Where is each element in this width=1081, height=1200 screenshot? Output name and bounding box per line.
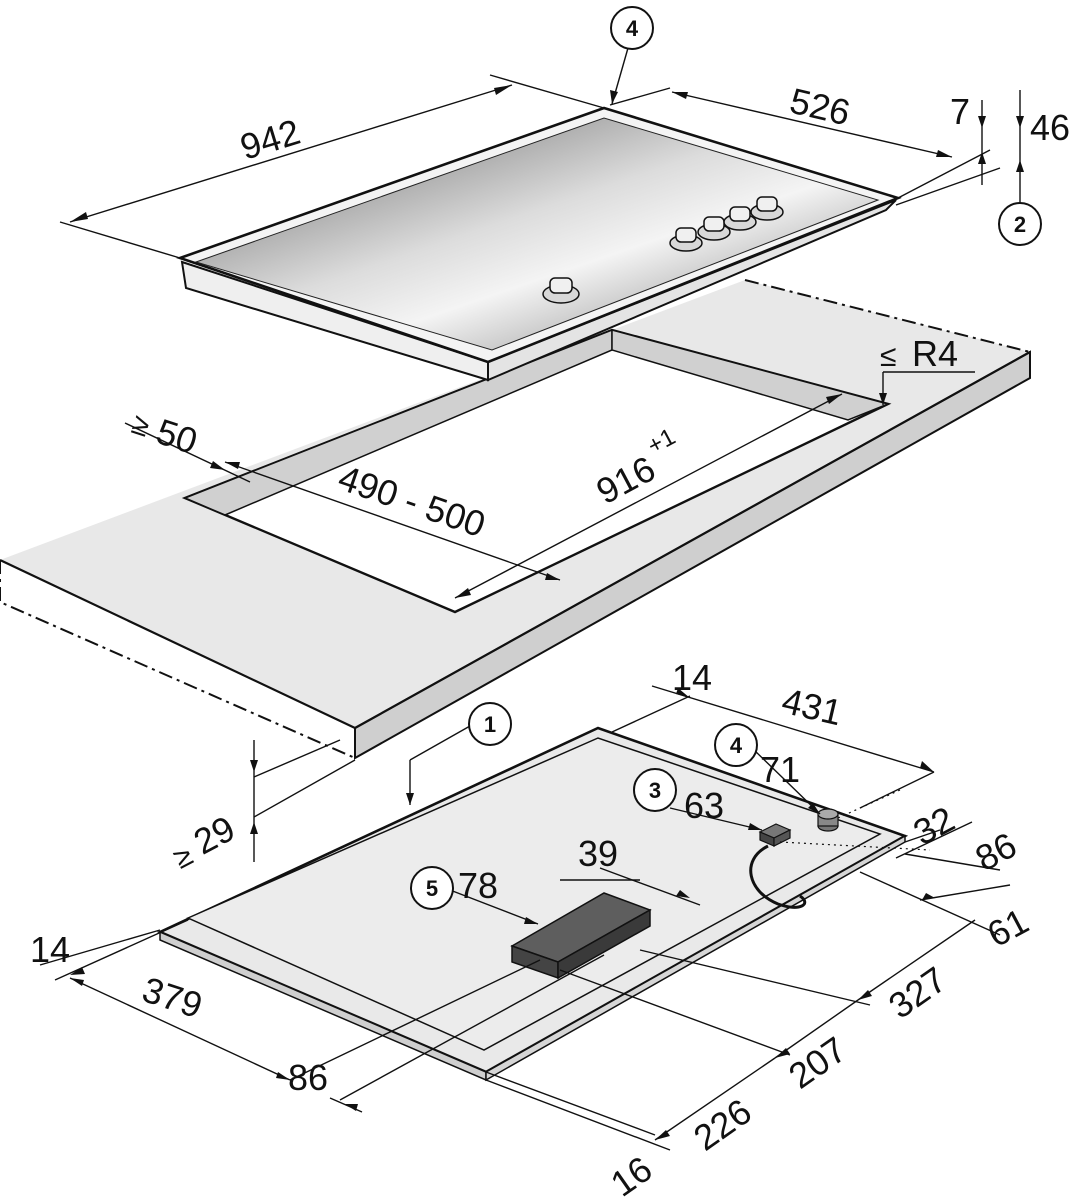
dim-14-top: 14 [672, 657, 712, 698]
geq-symbol-29: ≥ [168, 839, 198, 876]
dim-86-right: 86 [969, 824, 1024, 879]
dim-207: 207 [781, 1029, 854, 1097]
dim-14-left: 14 [30, 929, 70, 970]
callout-1: 1 [468, 702, 512, 746]
knob-4 [750, 196, 784, 221]
bottom-dimension-lines [39, 685, 1011, 1151]
hob-glass [194, 117, 880, 351]
svg-text:5: 5 [426, 876, 438, 901]
dim-46: 46 [1030, 107, 1070, 148]
dim-r4-group: ≤ R4 [880, 333, 958, 374]
component-3-connector [758, 823, 792, 847]
callout-3: 3 [633, 768, 677, 812]
svg-text:3: 3 [649, 778, 661, 803]
worktop [0, 279, 1031, 760]
callout-4-bottom: 4 [714, 723, 758, 767]
dim-78: 78 [458, 865, 498, 906]
callout-2: 2 [998, 202, 1042, 246]
dim-39: 39 [578, 833, 618, 874]
svg-text:2: 2 [1014, 212, 1026, 237]
cable [749, 844, 807, 909]
dim-16: 16 [603, 1148, 659, 1200]
dim-431: 431 [778, 680, 846, 733]
dim-226: 226 [686, 1091, 759, 1159]
dim-379: 379 [138, 969, 208, 1027]
top-dimension-lines [59, 47, 1024, 259]
svg-text:4: 4 [730, 733, 743, 758]
cutout-dimension-lines [124, 371, 975, 862]
dim-71: 71 [760, 749, 800, 790]
dim-61: 61 [981, 900, 1036, 955]
hob-knobs [542, 196, 784, 304]
dim-32: 32 [907, 798, 962, 853]
component-4-gas-connector [817, 808, 839, 832]
dim-29: 29 [187, 807, 242, 862]
knob-5 [542, 277, 580, 304]
dim-r4: R4 [912, 333, 958, 374]
component-5-box [510, 892, 652, 980]
dim-7: 7 [950, 91, 970, 132]
dim-63: 63 [684, 785, 724, 826]
geq-symbol-50: ≥ [128, 407, 154, 443]
hob-top-unit [176, 106, 902, 382]
dim-86-left: 86 [288, 1057, 328, 1098]
dim-29-group: ≥ 29 [168, 807, 242, 876]
svg-text:1: 1 [484, 712, 496, 737]
callout-5: 5 [410, 866, 454, 910]
callout-4-top: 4 [610, 6, 654, 50]
dim-942: 942 [235, 111, 304, 168]
knob-2 [697, 216, 731, 241]
hob-bottom-unit [156, 726, 931, 1082]
cutout-right-wall [611, 329, 891, 421]
dim-50-group: ≥ 50 [128, 407, 203, 462]
knob-3 [723, 206, 757, 231]
knob-1 [669, 227, 703, 252]
dim-50: 50 [152, 411, 203, 462]
dim-526: 526 [786, 80, 854, 133]
svg-text:4: 4 [626, 16, 639, 41]
underside-tray [186, 737, 882, 1051]
leq-symbol-r4: ≤ [880, 340, 896, 373]
dim-327: 327 [881, 959, 954, 1027]
